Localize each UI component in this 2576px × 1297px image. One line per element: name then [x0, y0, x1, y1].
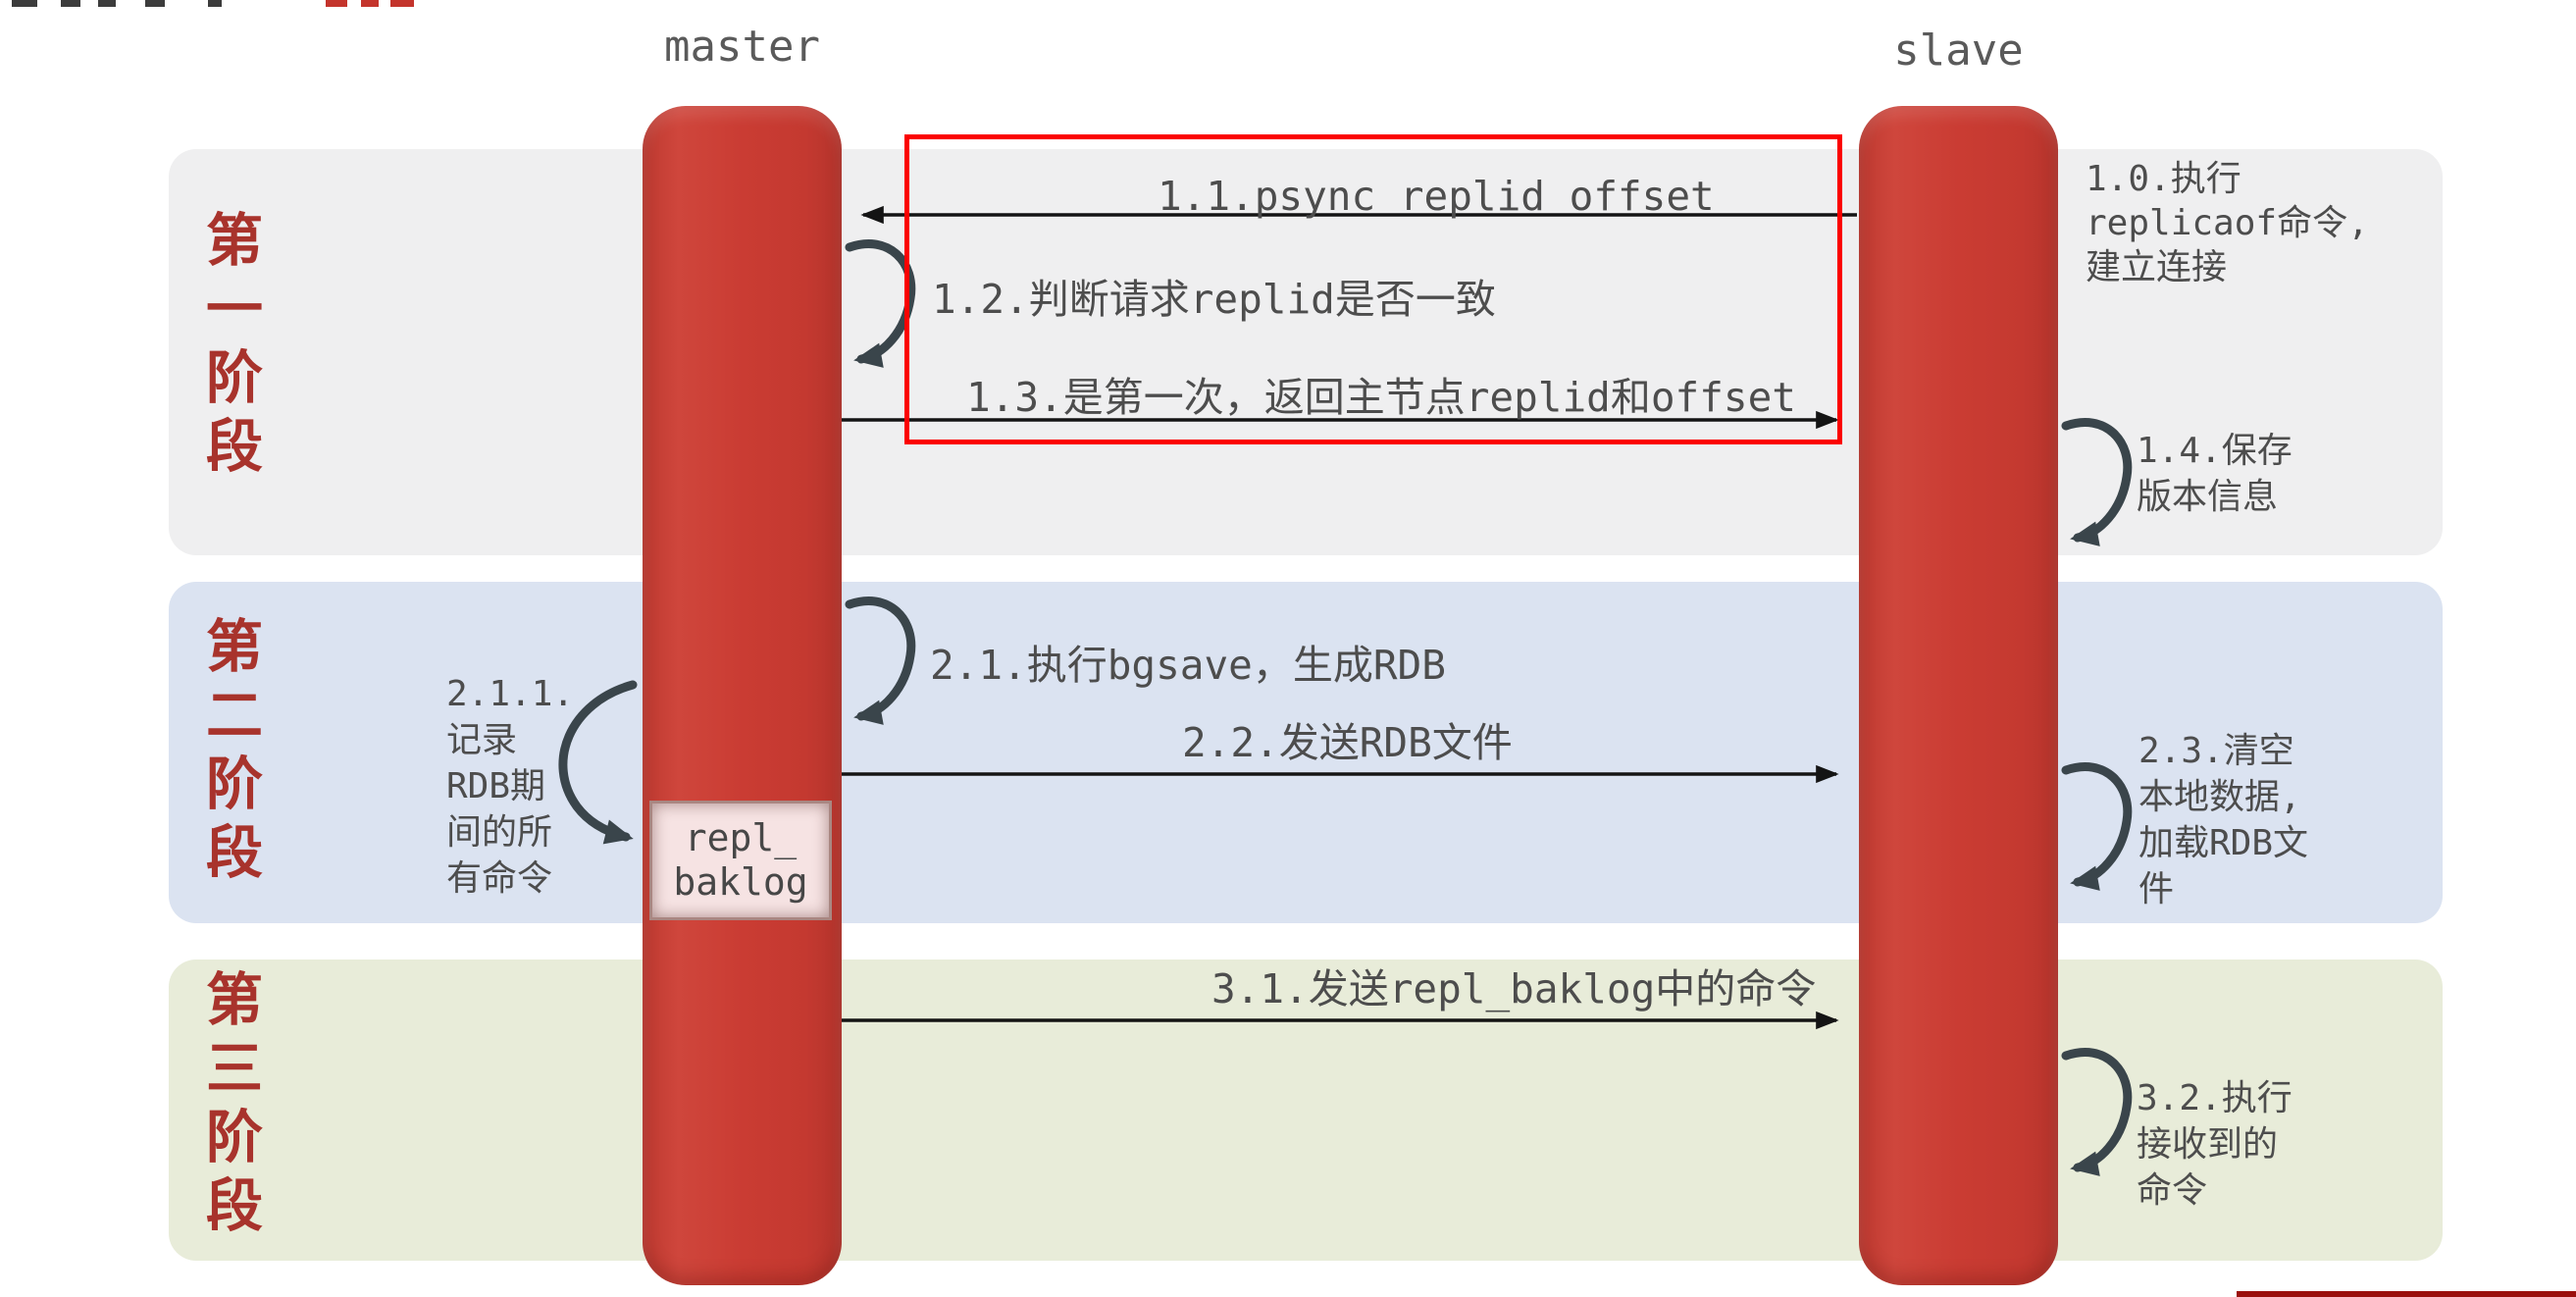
phase3-label: 第三阶段 [197, 969, 261, 1244]
self-loop-2-1-master [845, 597, 916, 725]
text-fragment [326, 0, 347, 7]
phase2-label: 第二阶段 [197, 616, 261, 891]
text-fragment [208, 0, 222, 7]
cropped-red-bar [2237, 1291, 2576, 1297]
phase2-band [169, 582, 2443, 923]
master-lifeline-bar [643, 106, 842, 1285]
text-fragment [98, 0, 116, 7]
phase3-band [169, 960, 2443, 1261]
note-3-2: 3.2.执行 接收到的 命令 [2137, 1078, 2293, 1211]
self-loop-1-2-master [845, 239, 916, 368]
text-fragment [145, 0, 165, 7]
text-fragment [390, 0, 414, 7]
message-2-1: 2.1.执行bgsave，生成RDB [930, 642, 1446, 689]
message-1-3: 1.3.是第一次，返回主节点replid和offset [966, 374, 1796, 421]
note-2-1-1: 2.1.1. 记录 RDB期 间的所 有命令 [446, 674, 575, 899]
master-actor-label: master [664, 22, 820, 72]
note-1-0: 1.0.执行 replicaof命令, 建立连接 [2086, 159, 2369, 287]
self-loop-2-3-slave [2061, 762, 2133, 891]
curve-arrow-2-1-1-to-baklog [558, 680, 638, 845]
text-fragment [361, 0, 379, 7]
note-2-3: 2.3.清空 本地数据, 加载RDB文 件 [2138, 731, 2309, 909]
slave-actor-label: slave [1893, 26, 2024, 76]
text-fragment [61, 0, 80, 7]
message-3-1: 3.1.发送repl_baklog中的命令 [1211, 965, 1817, 1012]
message-2-2: 2.2.发送RDB文件 [1182, 719, 1513, 766]
cropped-text-fragments [0, 0, 883, 10]
self-loop-1-4-slave [2061, 418, 2133, 546]
phase1-label: 第一阶段 [197, 210, 261, 485]
message-1-1: 1.1.psync replid offset [1158, 173, 1715, 220]
text-fragment [12, 0, 37, 7]
note-1-4: 1.4.保存 版本信息 [2137, 431, 2293, 517]
self-loop-3-2-slave [2061, 1048, 2133, 1176]
message-1-2: 1.2.判断请求replid是否一致 [932, 276, 1496, 323]
phase1-band [169, 149, 2443, 555]
repl-baklog-box: repl_ baklog [649, 801, 832, 920]
slave-lifeline-bar [1859, 106, 2058, 1285]
